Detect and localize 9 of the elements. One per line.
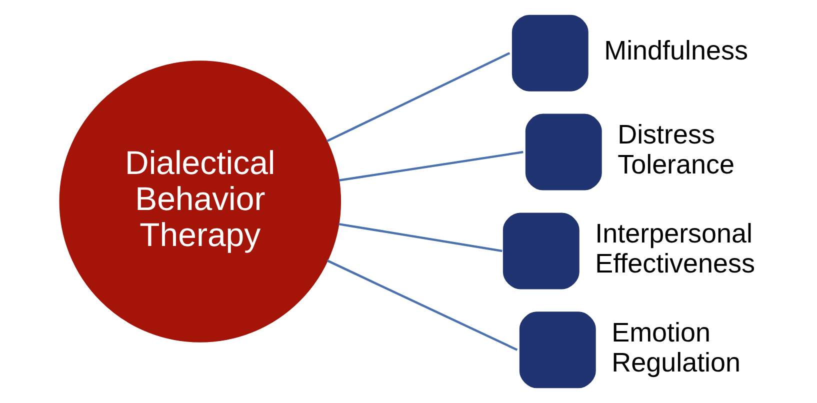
connector bbox=[338, 222, 502, 252]
node-label: Interpersonal Effectiveness bbox=[595, 218, 756, 279]
node-circle: Dialectical Behavior Therapy bbox=[59, 60, 342, 342]
connector bbox=[326, 260, 518, 351]
connector bbox=[338, 150, 524, 182]
node-label: Mindfulness bbox=[604, 36, 748, 66]
node-label: Emotion Regulation bbox=[612, 318, 741, 378]
node-label: Distress Tolerance bbox=[618, 120, 735, 180]
connector bbox=[326, 52, 510, 142]
